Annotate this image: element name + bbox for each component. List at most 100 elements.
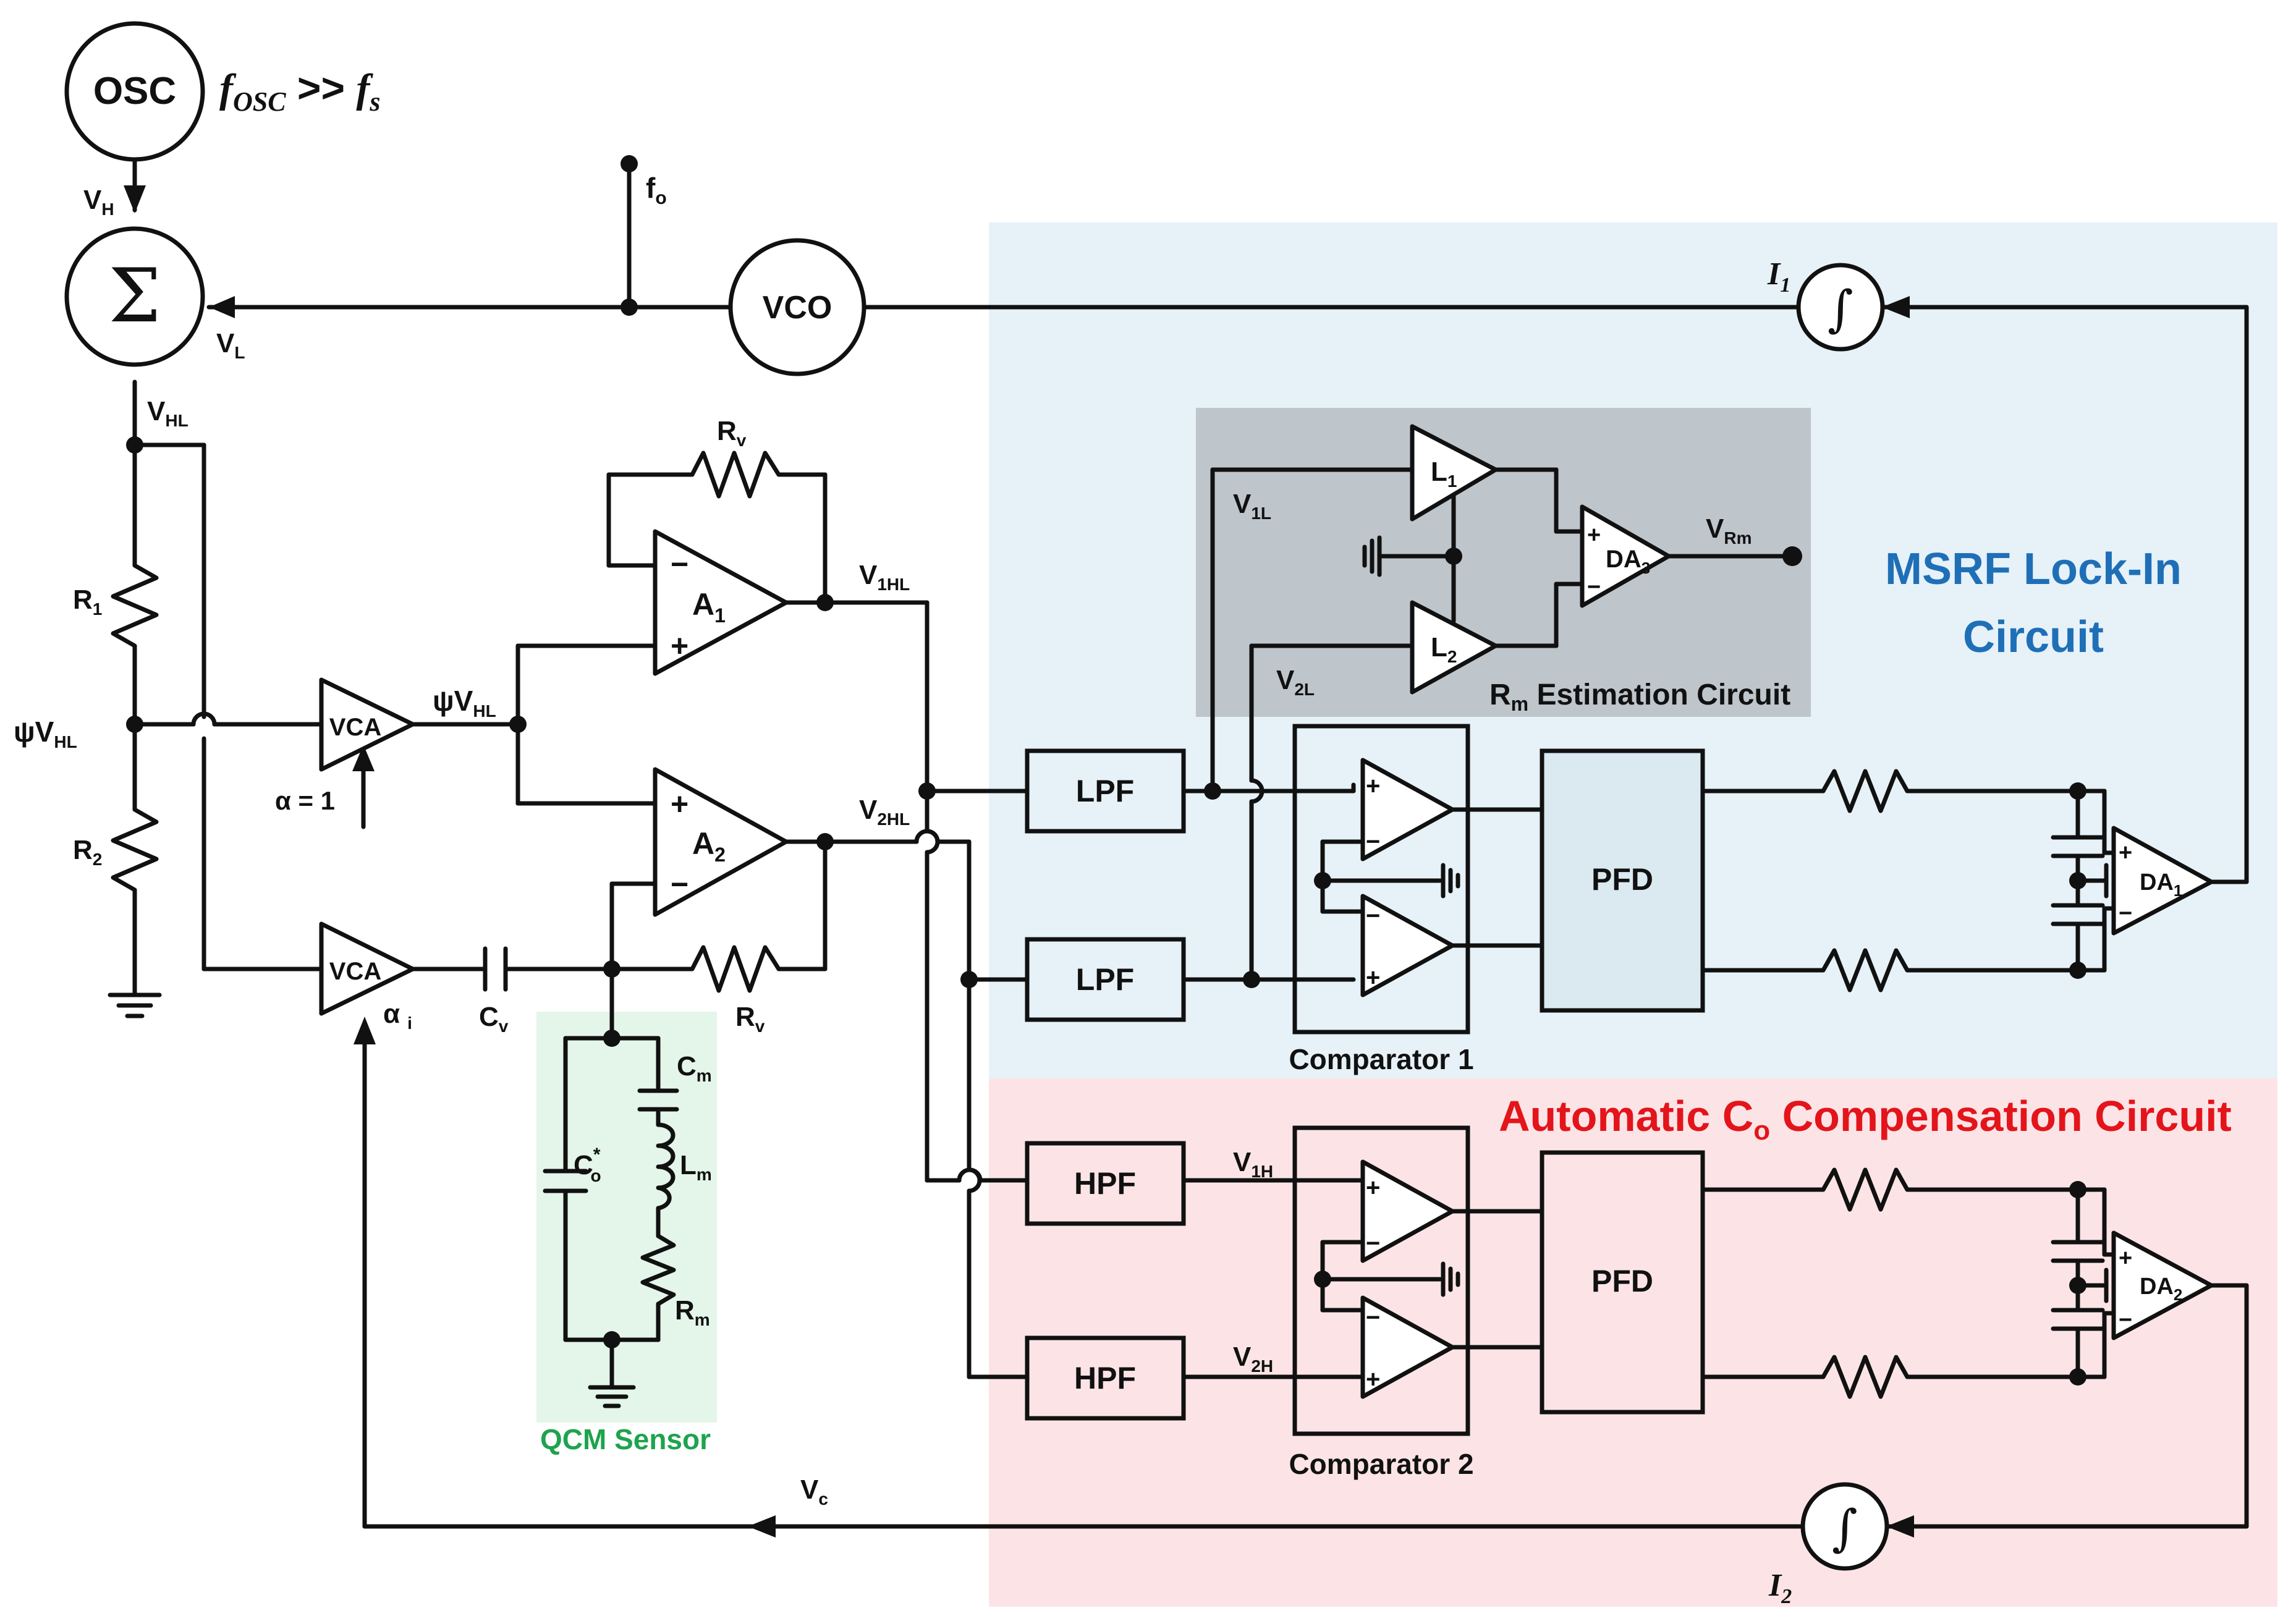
auto-comp-title: Automatic Co Compensation Circuit: [1499, 1092, 2232, 1146]
i1-label: I1: [1767, 256, 1790, 297]
ground-qcm: [588, 1385, 636, 1408]
rm-estimation-title: Rm Estimation Circuit: [1489, 679, 1790, 715]
summing-junction: [64, 226, 205, 367]
r1-resistor: [111, 551, 159, 651]
ground-comp1: [1441, 863, 1460, 899]
vco-block: [728, 238, 866, 376]
pfd-2-block: [1540, 1150, 1705, 1415]
v1hl-label: V1HL: [859, 560, 910, 594]
comp1-upper-plus: +: [1366, 772, 1380, 800]
a1-minus: −: [671, 547, 688, 582]
a1-plus: +: [671, 628, 688, 663]
comparator-1-label: Comparator 1: [1289, 1043, 1473, 1075]
a2-minus: −: [671, 867, 688, 902]
fosc-relation-label: fOSC >> fs: [219, 65, 380, 117]
vca-1-amplifier: [319, 677, 415, 772]
rv-bottom-label: Rv: [735, 1002, 765, 1036]
hpf-2-block: [1025, 1335, 1186, 1421]
a1-opamp: [653, 529, 789, 676]
v1l-label: V1L: [1233, 489, 1271, 523]
lm-label: Lm: [680, 1150, 712, 1184]
alpha1-label: α = 1: [275, 786, 335, 815]
fo-label: fo: [646, 172, 667, 208]
integrator-1: [1796, 263, 1885, 352]
vhl-label: VHL: [147, 396, 189, 430]
lm-inductor: [656, 1122, 676, 1211]
pfd-2-label: PFD: [1591, 1264, 1653, 1298]
vc-label: Vc: [800, 1475, 828, 1509]
comparator-2-upper: [1360, 1159, 1455, 1263]
vl-label: VL: [216, 328, 245, 362]
ground-rm: [1362, 535, 1382, 577]
comp2-lower-minus: −: [1366, 1304, 1380, 1331]
v1h-label: V1H: [1233, 1147, 1273, 1181]
da3-minus: −: [1587, 574, 1601, 600]
pfd-1-label: PFD: [1591, 862, 1653, 897]
rv-top-resistor: [680, 451, 792, 499]
integrator-1-symbol: ∫: [1828, 280, 1853, 337]
da3-label: DA3: [1606, 546, 1650, 577]
r1-label: R1: [73, 585, 102, 619]
a2-plus: +: [671, 787, 688, 821]
comp1-upper-minus: −: [1366, 828, 1380, 855]
cv-capacitor: [483, 946, 508, 992]
a2-label: A2: [692, 826, 726, 866]
msrf-title-line1: MSRF Lock-In: [1885, 544, 2182, 594]
lf1-lower-resistor: [1811, 948, 1918, 992]
rv-bottom-resistor: [680, 945, 792, 993]
da2-plus: +: [2119, 1245, 2132, 1271]
lf2-lower-resistor: [1811, 1355, 1918, 1399]
l2-amplifier: [1410, 600, 1498, 695]
rm-estimation-region: [1196, 408, 1811, 717]
ground-comp2: [1441, 1261, 1460, 1297]
lpf-1-label: LPF: [1076, 774, 1134, 808]
pfd-1-block: [1540, 748, 1705, 1013]
comp1-lower-plus: +: [1366, 964, 1380, 991]
co-capacitor: [543, 1169, 588, 1193]
comparator-2-lower: [1360, 1295, 1455, 1399]
psivhl-mid-label: ψVHL: [433, 685, 496, 721]
da1-label: DA1: [2140, 870, 2182, 900]
vca-2-amplifier: [319, 921, 415, 1016]
cv-label: Cv: [479, 1002, 509, 1036]
da2-amplifier: [2111, 1230, 2214, 1340]
da3-plus: +: [1587, 522, 1601, 548]
auto-comp-region: [989, 1078, 2277, 1607]
rm-label: Rm: [675, 1295, 710, 1329]
l1-label: L1: [1431, 457, 1457, 491]
v2h-label: V2H: [1233, 1342, 1273, 1376]
vh-label: VH: [83, 185, 114, 219]
qcm-sensor-title: QCM Sensor: [540, 1423, 711, 1455]
da1-plus: +: [2119, 840, 2132, 866]
v2l-label: V2L: [1276, 665, 1315, 699]
comparator-2-label: Comparator 2: [1289, 1448, 1473, 1480]
co-label: C*o: [574, 1145, 601, 1185]
hpf-1-block: [1025, 1141, 1186, 1226]
vca-2-label: VCA: [329, 958, 381, 985]
i2-label: I2: [1768, 1568, 1792, 1608]
osc-block: [64, 21, 205, 162]
da1-minus: −: [2119, 900, 2132, 926]
comp1-lower-minus: −: [1366, 902, 1380, 929]
integrator-2-symbol: ∫: [1832, 1499, 1858, 1557]
psivhl-left-label: ψVHL: [14, 716, 77, 751]
osc-label: OSC: [93, 70, 176, 112]
sum-symbol: Σ: [109, 253, 161, 339]
comp2-upper-minus: −: [1366, 1230, 1380, 1257]
fo-terminal: [621, 155, 638, 172]
rv-top-label: Rv: [717, 416, 747, 450]
comparator-2-box: [1292, 1125, 1470, 1436]
lpf-1-block: [1025, 748, 1186, 834]
msrf-title-line2: Circuit: [1963, 612, 2104, 662]
lf2-upper-resistor: [1811, 1167, 1918, 1212]
a2-opamp: [653, 767, 789, 917]
lpf-2-label: LPF: [1076, 962, 1134, 997]
vco-label: VCO: [763, 290, 832, 326]
cm-capacitor: [637, 1088, 679, 1112]
integrator-2: [1800, 1482, 1889, 1571]
comparator-1-upper: [1360, 758, 1455, 861]
da2-label: DA2: [2140, 1274, 2182, 1304]
junction-dots: [126, 298, 2086, 1386]
